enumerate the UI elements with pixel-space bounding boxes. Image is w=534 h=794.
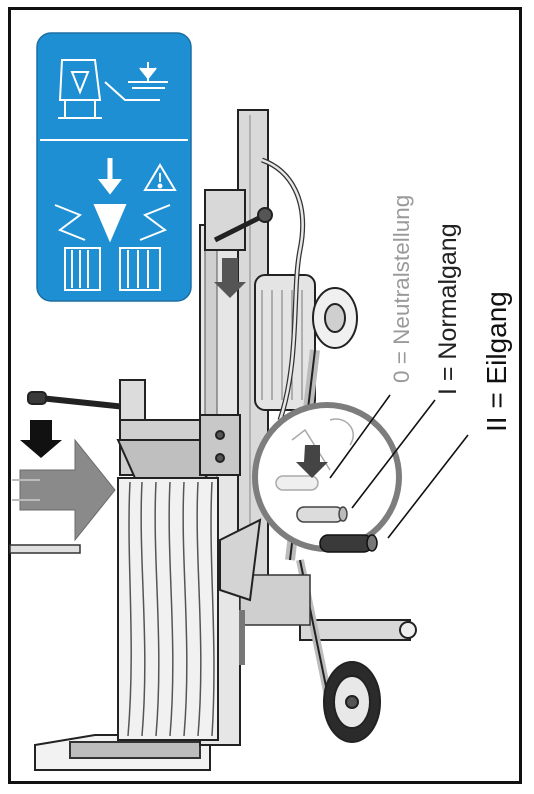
side-bar bbox=[10, 545, 80, 553]
lever-detail-circle bbox=[255, 405, 399, 552]
splitting-wedge bbox=[118, 415, 240, 478]
safety-pictogram-panel bbox=[37, 33, 191, 301]
push-direction-arrow bbox=[20, 440, 115, 540]
label-neutral-position: 0 = Neutralstellung bbox=[391, 195, 414, 383]
label-eilgang-position: II = Eilgang bbox=[483, 291, 511, 432]
log bbox=[118, 478, 218, 740]
lower-wheel bbox=[324, 662, 380, 742]
lever-position-eilgang bbox=[320, 535, 377, 552]
lever-down-arrow bbox=[20, 420, 62, 458]
lever-position-normal bbox=[297, 507, 347, 522]
left-operating-lever bbox=[28, 380, 145, 420]
label-normal-position: I = Normalgang bbox=[436, 223, 461, 395]
